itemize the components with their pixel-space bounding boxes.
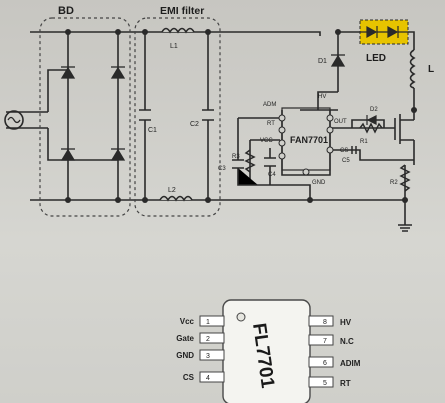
pin-name-gnd: GND — [176, 351, 194, 360]
pin-number: 6 — [323, 360, 327, 367]
pin-cs-label: CS — [340, 148, 348, 154]
ac-wave — [7, 116, 21, 124]
r3-resistor-icon — [244, 149, 256, 173]
l-inductor-icon — [409, 49, 416, 89]
pin-vcc-label: VCC — [260, 138, 273, 144]
pin-number: 5 — [323, 380, 327, 387]
l2-label: L2 — [168, 187, 176, 194]
emi-box — [134, 17, 221, 217]
pin-adim-label: ADM — [263, 102, 276, 108]
l1-label: L1 — [170, 43, 178, 50]
pin-name-rt: RT — [340, 379, 351, 388]
pin-rt-label: RT — [267, 121, 275, 127]
pin-gnd-label: GND — [312, 180, 326, 186]
r2-label: R2 — [390, 180, 398, 186]
pin-name-cs: CS — [183, 373, 195, 382]
c3-capacitor-icon — [232, 159, 258, 186]
d2-label: D2 — [370, 107, 378, 113]
pin-name-adim: ADIM — [340, 359, 361, 368]
d1-label: D1 — [318, 58, 327, 65]
bd-label: BD — [58, 5, 74, 17]
c4-capacitor-icon — [264, 157, 276, 167]
l2-inductor-icon — [159, 195, 193, 202]
c1-capacitor-icon — [139, 109, 151, 121]
fan7701-label: FAN7701 — [290, 135, 328, 145]
pin-number: 8 — [323, 319, 327, 326]
pin1-marker-icon — [236, 312, 246, 322]
emi-label: EMI filter — [160, 5, 204, 17]
c5-label: C5 — [342, 158, 350, 164]
pin-name-hv: HV — [340, 318, 352, 327]
pin-number: 2 — [206, 336, 210, 343]
r1-resistor-icon — [359, 122, 383, 134]
c2-label: C2 — [190, 121, 199, 128]
l-label: L — [428, 64, 434, 75]
pin-number: 4 — [206, 375, 210, 382]
pin-name-gate: Gate — [176, 334, 194, 343]
c5-capacitor-icon — [351, 146, 357, 154]
ac-source-icon — [4, 110, 24, 130]
pin-name-nc: N.C — [340, 337, 354, 346]
r1-label: R1 — [360, 139, 368, 145]
left-pins: 1 2 3 4 Vcc Gate GND CS — [176, 315, 225, 383]
c4-label: C4 — [268, 172, 276, 178]
fl7701-package: FL7701 1 2 3 4 Vcc Gate GND CS 8 7 6 5 — [176, 299, 361, 403]
right-pins: 8 7 6 5 HV N.C ADIM RT — [308, 315, 361, 388]
c3-label: C3 — [218, 166, 226, 172]
ic-pins — [278, 114, 334, 176]
pin-out-label: OUT — [334, 119, 347, 125]
c1-label: C1 — [148, 127, 157, 134]
pin-number: 3 — [206, 353, 210, 360]
d1-diode-icon — [330, 54, 346, 67]
pin-number: 7 — [323, 338, 327, 345]
pin-name-vcc: Vcc — [180, 317, 195, 326]
c2-capacitor-icon — [202, 109, 214, 121]
led-diodes-icon — [360, 25, 408, 39]
led-label: LED — [366, 53, 386, 64]
l1-inductor-icon — [161, 27, 195, 34]
pin-number: 1 — [206, 319, 210, 326]
pin-hv-label: HV — [318, 94, 326, 100]
d2-diode-icon — [366, 115, 377, 125]
r2-resistor-icon — [399, 164, 411, 192]
bd-box — [39, 17, 131, 217]
junction-dots — [65, 29, 417, 203]
r3-label: R3 — [232, 154, 240, 160]
bridge-diodes — [60, 66, 126, 161]
